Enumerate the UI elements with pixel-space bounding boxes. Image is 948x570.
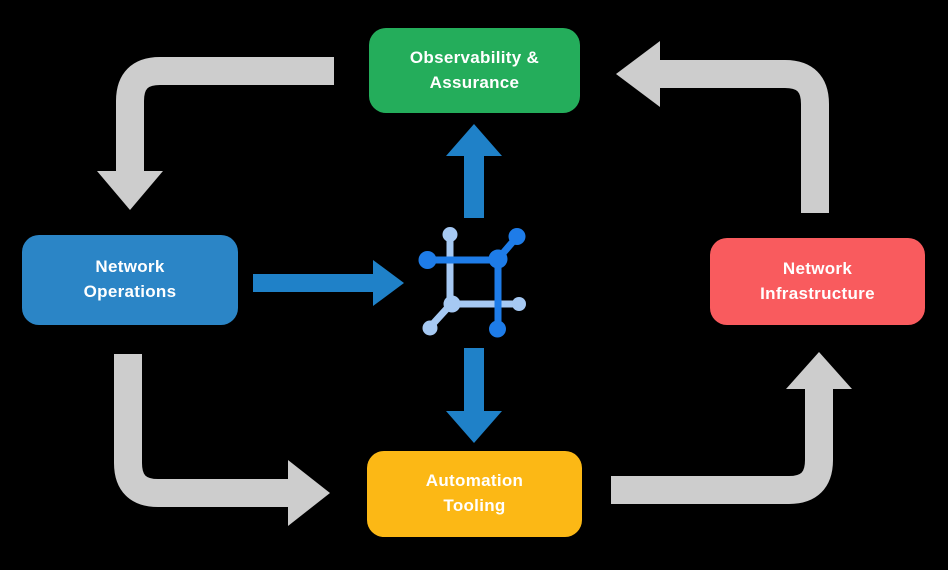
cycle-arrow-top-right [616,41,829,213]
node-network-infrastructure: Network Infrastructure [710,238,925,325]
node-observability: Observability & Assurance [369,28,580,113]
cycle-arrow-bottom-right [611,352,852,504]
node-automation-tooling: Automation Tooling [367,451,582,537]
flow-arrow-operations-to-center [253,260,404,306]
node-network-infrastructure-label: Network Infrastructure [760,258,875,303]
cycle-arrow-top-left [97,57,334,210]
network-nodes-icon [418,227,526,338]
node-observability-label: Observability & Assurance [409,47,540,92]
flow-arrow-center-to-automation [446,348,502,443]
cycle-arrow-bottom-left [114,354,330,526]
node-network-operations-label: Network Operations [83,257,177,301]
flow-arrow-center-to-observability [446,124,502,218]
node-network-operations: Network Operations [22,235,238,325]
node-automation-tooling-label: Automation Tooling [425,471,524,515]
